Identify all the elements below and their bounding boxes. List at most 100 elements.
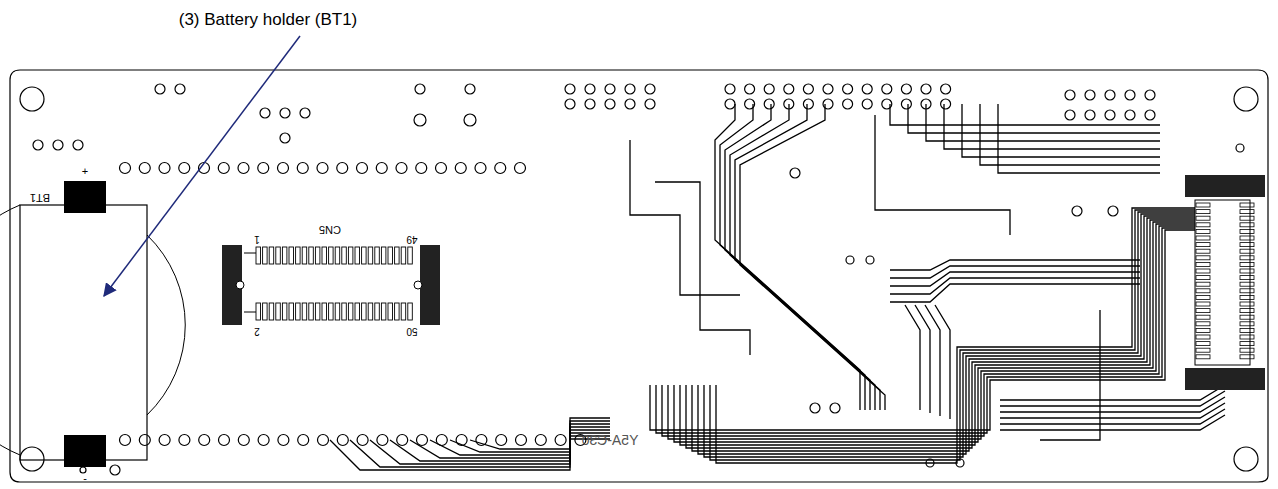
hole [456,435,467,446]
hole [810,403,820,413]
hole [357,163,368,174]
copper-trace [1040,310,1100,440]
hole [1085,90,1095,100]
hole [436,163,447,174]
hole [1085,110,1095,120]
copper-trace [1000,397,1225,412]
hole [1145,110,1155,120]
hole [396,163,407,174]
hole [278,163,289,174]
pin-number: 1 [254,234,260,244]
hole [417,435,428,446]
hole [901,84,911,94]
hole [280,108,290,118]
hole [155,84,165,94]
hole [376,163,387,174]
copper-trace [1000,409,1225,424]
copper-trace [390,427,610,461]
hole [159,435,170,446]
hole [139,163,150,174]
hole [784,84,794,94]
hole [455,163,466,174]
hole [317,163,328,174]
copper-trace [680,220,1195,445]
hole [585,99,595,109]
holes [20,84,1258,475]
copper-trace [410,430,610,458]
hole [764,84,774,94]
copper-trace [905,305,920,410]
hole [862,84,872,94]
hole [20,87,44,111]
copper-trace [890,260,1140,270]
copper-trace [980,104,1160,165]
hole [1108,206,1118,216]
connector-right [1185,175,1265,390]
hole [625,99,635,109]
hole [565,84,575,94]
hole [377,435,388,446]
hole [175,84,185,94]
hole [357,435,368,446]
hole [337,435,348,446]
hole [199,435,210,446]
board-outline [10,70,1268,482]
hole [843,84,853,94]
hole [139,435,150,446]
hole [516,435,527,446]
copper-trace [735,104,880,410]
hole [120,435,131,446]
copper-trace [908,104,1160,133]
copper-trace [915,305,930,413]
hole [625,84,635,94]
connector-cn5 [222,245,440,325]
hole [397,435,408,446]
hole [1125,90,1135,100]
copper-trace [715,104,860,410]
hole [110,465,120,475]
copper-trace [716,208,1195,463]
polarity-mark: - [83,473,87,484]
board-marking: Y5A-C30 [582,433,639,447]
hole [790,168,800,178]
hole [1065,90,1075,100]
hole [1065,110,1075,120]
hole [1234,447,1258,471]
hole [258,435,269,446]
copper-trace [630,140,740,295]
hole [414,114,426,126]
copper-trace [668,224,1195,439]
hole [823,84,833,94]
hole [278,435,289,446]
hole [1234,87,1258,111]
hole [20,447,44,471]
hole [337,163,348,174]
copper-trace [710,210,1195,460]
copper-trace [1000,403,1225,418]
hole [866,256,874,264]
hole [238,435,249,446]
copper-trace [674,222,1195,442]
hole [1236,144,1244,152]
hole [605,84,615,94]
hole [297,163,308,174]
callout-label: (3) Battery holder (BT1) [179,11,358,28]
hole [645,84,655,94]
traces [330,104,1225,470]
copper-trace [925,305,940,416]
copper-trace [662,226,1195,436]
copper-trace [1000,415,1225,430]
hole [901,99,911,109]
copper-trace [935,305,950,419]
hole [298,435,309,446]
hole [260,108,270,118]
hole [803,99,813,109]
copper-trace [875,115,1010,235]
hole [33,140,43,150]
hole [1105,90,1115,100]
hole [921,84,931,94]
copper-trace [890,104,1160,125]
hole [843,99,853,109]
